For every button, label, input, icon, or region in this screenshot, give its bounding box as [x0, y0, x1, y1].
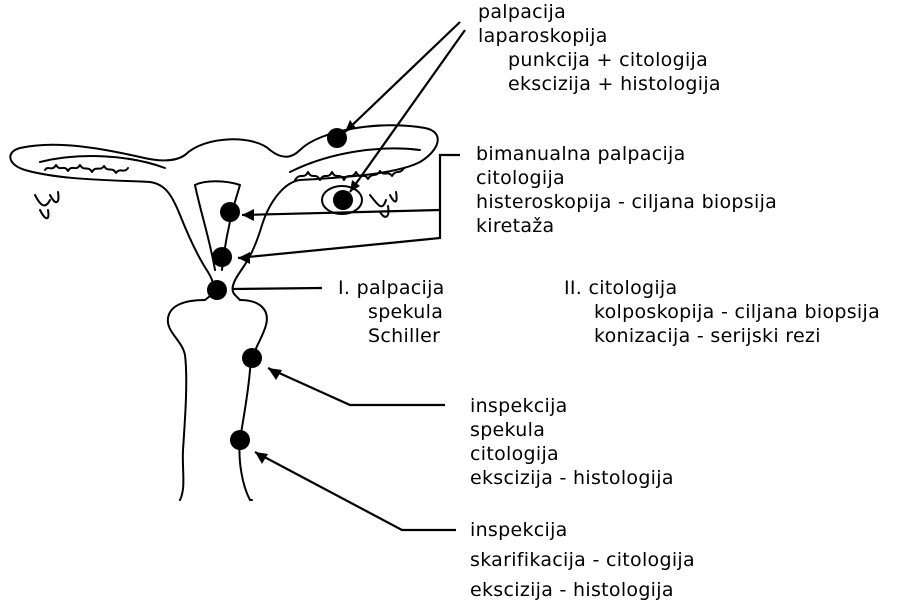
- arrow-vagina: [268, 368, 445, 405]
- vagina-labels: inspekcija spekula citologija ekscizija …: [470, 394, 674, 490]
- cervix-label-2: spekula: [338, 300, 445, 324]
- ovary-label-1: palpacija: [478, 0, 721, 24]
- cervix-label-3: Schiller: [338, 324, 445, 348]
- vulva-label-3: ekscizija - histologija: [470, 578, 695, 608]
- uterus-label-1: bimanualna palpacija: [476, 142, 777, 166]
- uterus-label-3: histeroskopija - ciljana biopsija: [476, 190, 777, 214]
- arrow-vulva: [255, 452, 456, 530]
- cervix2-label-1: II. citologija: [564, 276, 880, 300]
- cervix-labels-1: I. palpacija spekula Schiller: [338, 276, 445, 348]
- uterus-label-2: citologija: [476, 166, 777, 190]
- marker-ovary-top: [327, 128, 347, 148]
- vagina-label-1: inspekcija: [470, 394, 674, 418]
- cervix2-label-3: konizacija - serijski rezi: [564, 324, 880, 348]
- marker-ovary: [333, 190, 353, 210]
- arrow-ovary-1: [345, 22, 460, 132]
- cervix-labels-2: II. citologija kolposkopija - ciljana bi…: [564, 276, 880, 348]
- ovary-label-2: laparoskopija: [478, 24, 721, 48]
- ovary-labels: palpacija laparoskopija punkcija + citol…: [478, 0, 721, 96]
- vagina-label-2: spekula: [470, 418, 674, 442]
- uterus-label-4: kiretaža: [476, 214, 777, 238]
- vagina-label-4: ekscizija - histologija: [470, 466, 674, 490]
- vulva-label-2: skarifikacija - citologija: [470, 548, 695, 578]
- marker-uterus-upper: [220, 202, 240, 222]
- marker-vulva: [230, 430, 250, 450]
- cervix-label-1: I. palpacija: [338, 276, 445, 300]
- marker-vagina: [242, 348, 262, 368]
- marker-cervix: [207, 280, 227, 300]
- ovary-label-3: punkcija + citologija: [478, 48, 721, 72]
- vulva-labels: inspekcija skarifikacija - citologija ek…: [470, 518, 695, 608]
- arrow-cervix: [232, 288, 322, 289]
- vagina-label-3: citologija: [470, 442, 674, 466]
- cervix2-label-2: kolposkopija - ciljana biopsija: [564, 300, 880, 324]
- ovary-label-4: ekscizija + histologija: [478, 72, 721, 96]
- marker-uterus-lower: [212, 247, 232, 267]
- uterus-labels: bimanualna palpacija citologija histeros…: [476, 142, 777, 238]
- vulva-label-1: inspekcija: [470, 518, 695, 548]
